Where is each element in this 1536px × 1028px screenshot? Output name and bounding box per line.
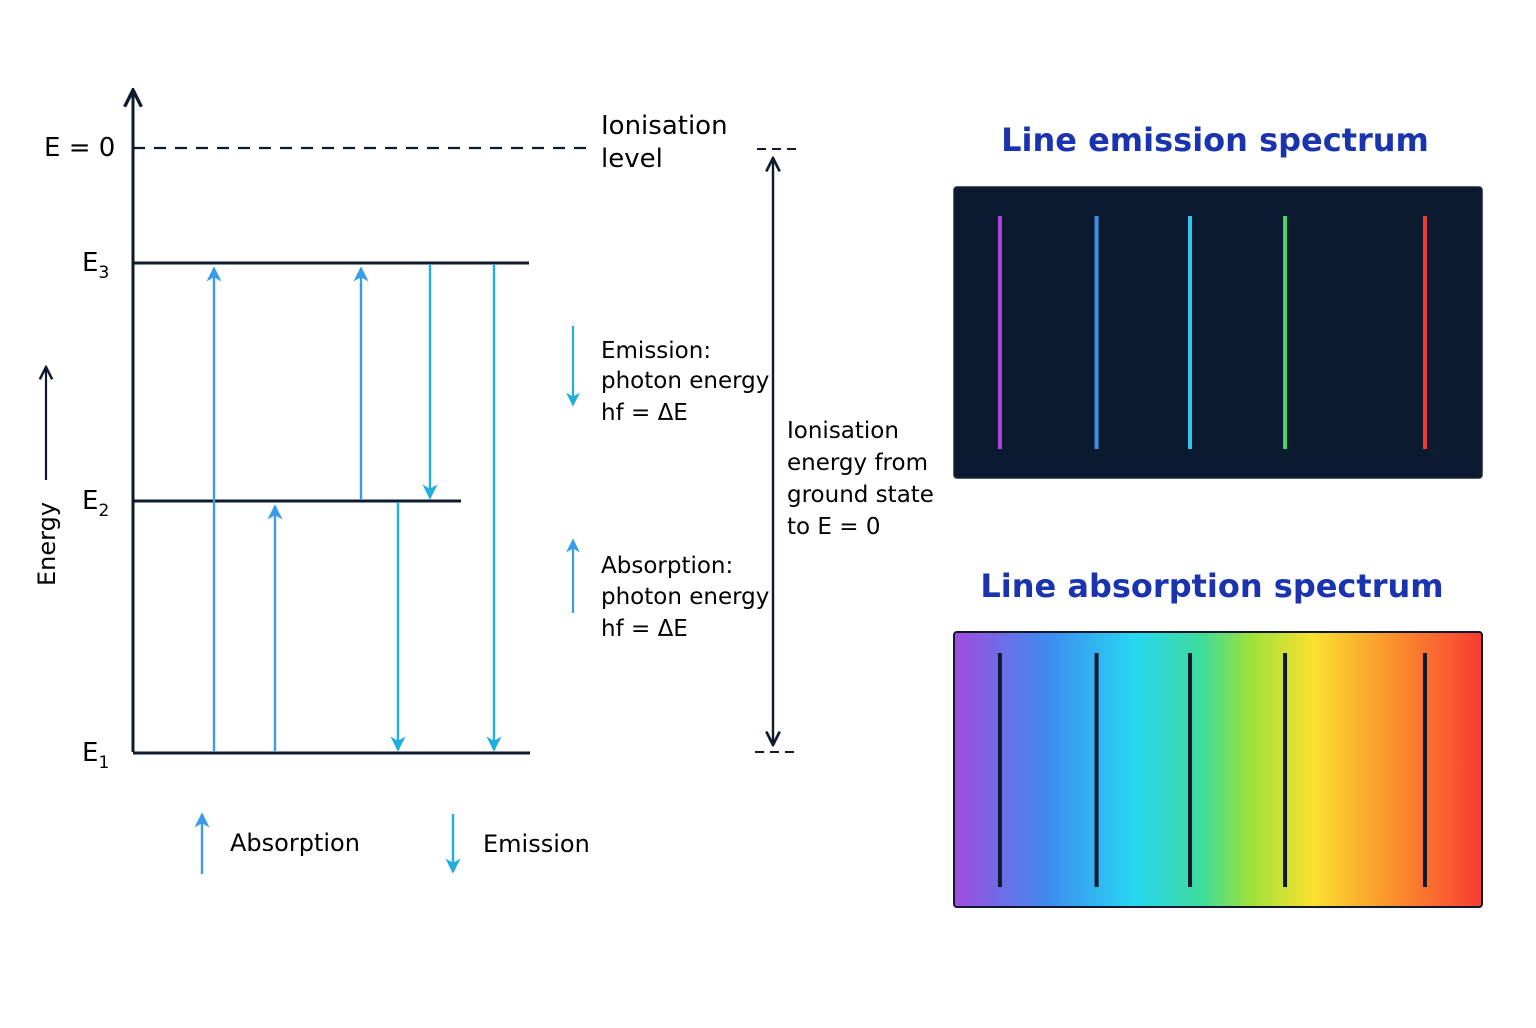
level-label-e3: E3	[82, 248, 109, 283]
emission-spectrum-panel	[953, 186, 1483, 479]
emission-note: Emission: photon energy hf = ΔE	[601, 338, 777, 426]
ionisation-level-label: Ionisation level	[601, 111, 736, 174]
absorption-spectrum-title: Line absorption spectrum	[980, 567, 1443, 605]
legend-emission-label: Emission	[483, 830, 590, 858]
level-label-e1: E1	[82, 738, 109, 773]
absorption-spectrum-lines	[997, 653, 1427, 887]
emission-spectrum-title: Line emission spectrum	[1001, 121, 1429, 159]
absorption-spectrum-panel	[953, 631, 1483, 908]
emission-spectrum-lines	[997, 216, 1427, 449]
level-label-e0: E = 0	[44, 133, 115, 163]
absorption-note: Absorption: photon energy hf = ΔE	[601, 553, 777, 642]
level-label-e2: E2	[82, 486, 109, 521]
energy-axis-label: Energy	[33, 502, 61, 586]
legend-absorption-label: Absorption	[230, 829, 360, 857]
ionisation-energy-label: Ionisation energy from ground state to E…	[787, 418, 941, 540]
